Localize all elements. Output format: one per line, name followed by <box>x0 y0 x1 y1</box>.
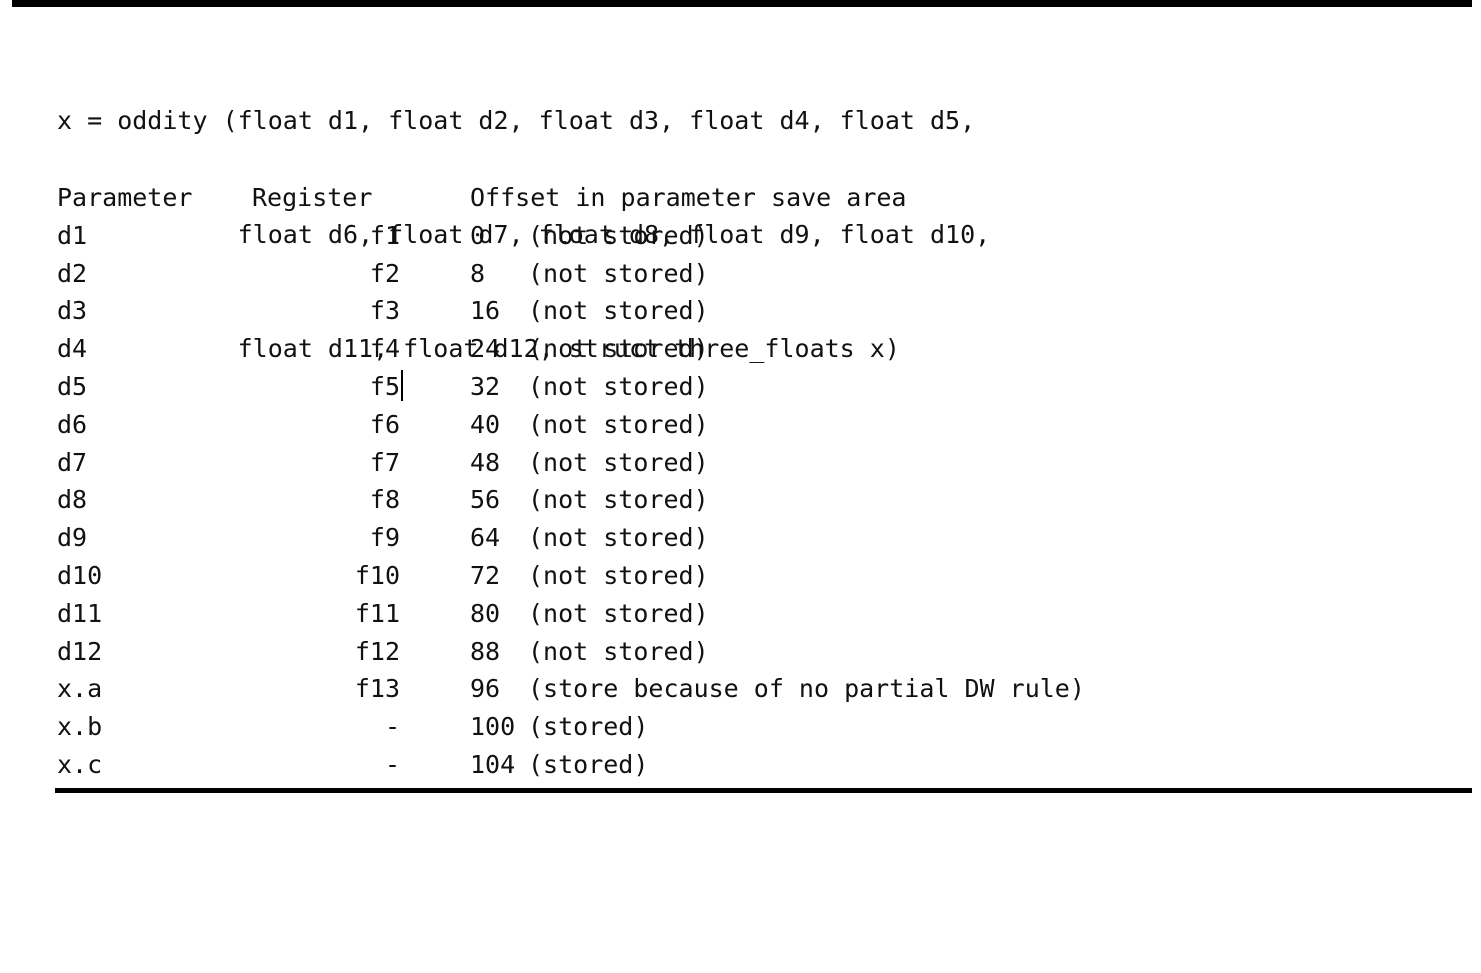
cell-parameter: d5 <box>57 371 88 401</box>
column-header-register: Register <box>252 183 373 212</box>
table-row: x.a f13 96 (store because of no partial … <box>0 670 1085 708</box>
cell-parameter: d9 <box>57 523 88 553</box>
bottom-horizontal-rule <box>55 788 1472 793</box>
cell-offset: 64 <box>470 523 501 553</box>
signature-line-1: x = oddity (float d1, float d2, float d3… <box>57 106 976 135</box>
cell-note: (not stored) <box>528 409 709 439</box>
cell-register: f1 <box>369 220 400 250</box>
cell-offset: 32 <box>470 371 501 401</box>
column-header-offset: Offset in parameter save area <box>470 183 907 212</box>
cell-offset: 40 <box>470 409 501 439</box>
table-header-row: Parameter Register Offset in parameter s… <box>0 179 907 217</box>
cell-offset: 16 <box>470 296 501 326</box>
cell-note: (not stored) <box>528 371 709 401</box>
text-cursor-caret <box>401 369 403 401</box>
cell-offset: 8 <box>470 258 486 288</box>
cell-offset: 80 <box>470 598 501 628</box>
cell-note: (not stored) <box>528 296 709 326</box>
cell-register: f9 <box>369 523 400 553</box>
column-header-parameter: Parameter <box>57 183 193 212</box>
signature-line-3: float d11, float d12, struct three_float… <box>57 334 900 363</box>
cell-register: f6 <box>369 409 400 439</box>
cell-offset: 56 <box>470 485 501 515</box>
cell-parameter: d6 <box>57 409 88 439</box>
table-row: d3 f3 16 (not stored) <box>0 292 709 330</box>
cell-note: (not stored) <box>528 220 709 250</box>
cell-note: (not stored) <box>528 636 709 666</box>
cell-note: (not stored) <box>528 560 709 590</box>
table-row: d10 f10 72 (not stored) <box>0 557 709 595</box>
table-row: d5 f5 32 (not stored) <box>0 368 709 406</box>
signature-line-2: float d6, float d7, float d8, float d9, … <box>57 220 991 249</box>
cell-register: f5 <box>369 371 400 401</box>
cell-parameter: d11 <box>57 598 103 628</box>
cell-register: - <box>384 712 400 742</box>
table-row: d12 f12 88 (not stored) <box>0 633 709 671</box>
cell-parameter: d2 <box>57 258 88 288</box>
table-row: d7 f7 48 (not stored) <box>0 444 709 482</box>
table-row: d9 f9 64 (not stored) <box>0 519 709 557</box>
cell-note: (not stored) <box>528 258 709 288</box>
cell-note: (not stored) <box>528 485 709 515</box>
cell-parameter: x.a <box>57 674 103 704</box>
cell-register: f11 <box>354 598 400 628</box>
cell-offset: 48 <box>470 447 501 477</box>
document-page: x = oddity (float d1, float d2, float d3… <box>0 0 1472 793</box>
table-row: d4 f4 24 (not stored) <box>0 330 709 368</box>
cell-note: (not stored) <box>528 523 709 553</box>
table-row: d2 f2 8 (not stored) <box>0 255 709 293</box>
cell-register: f3 <box>369 296 400 326</box>
parameter-register-table: Parameter Register Offset in parameter s… <box>0 179 1085 784</box>
cell-parameter: d7 <box>57 447 88 477</box>
cell-note: (stored) <box>528 712 649 742</box>
table-row: x.b - 100 (stored) <box>0 708 648 746</box>
table-row: d11 f11 80 (not stored) <box>0 595 709 633</box>
top-horizontal-rule <box>12 0 1472 7</box>
cell-register: f10 <box>354 560 400 590</box>
cell-parameter: d1 <box>57 220 88 250</box>
cell-note: (not stored) <box>528 447 709 477</box>
cell-parameter: x.c <box>57 749 103 779</box>
cell-parameter: d10 <box>57 560 103 590</box>
cell-register: f12 <box>354 636 400 666</box>
table-row: d1 f1 0 (not stored) <box>0 217 709 255</box>
cell-register: - <box>384 749 400 779</box>
cell-parameter: x.b <box>57 712 103 742</box>
cell-note: (not stored) <box>528 334 709 364</box>
cell-note: (not stored) <box>528 598 709 628</box>
cell-parameter: d3 <box>57 296 88 326</box>
cell-offset: 72 <box>470 560 501 590</box>
function-signature-block: x = oddity (float d1, float d2, float d3… <box>57 26 990 444</box>
cell-offset: 88 <box>470 636 501 666</box>
cell-register: f4 <box>369 334 400 364</box>
cell-register: f13 <box>354 674 400 704</box>
cell-register: f8 <box>369 485 400 515</box>
cell-offset: 96 <box>470 674 501 704</box>
table-row: d8 f8 56 (not stored) <box>0 481 709 519</box>
cell-offset: 100 <box>470 712 516 742</box>
cell-parameter: d8 <box>57 485 88 515</box>
cell-parameter: d4 <box>57 334 88 364</box>
table-row: d6 f6 40 (not stored) <box>0 406 709 444</box>
cell-note: (store because of no partial DW rule) <box>528 674 1085 704</box>
table-row: x.c - 104 (stored) <box>0 746 648 784</box>
cell-offset: 0 <box>470 220 486 250</box>
cell-note: (stored) <box>528 749 649 779</box>
cell-offset: 104 <box>470 749 516 779</box>
cell-register: f7 <box>369 447 400 477</box>
cell-parameter: d12 <box>57 636 103 666</box>
cell-offset: 24 <box>470 334 501 364</box>
cell-register: f2 <box>369 258 400 288</box>
